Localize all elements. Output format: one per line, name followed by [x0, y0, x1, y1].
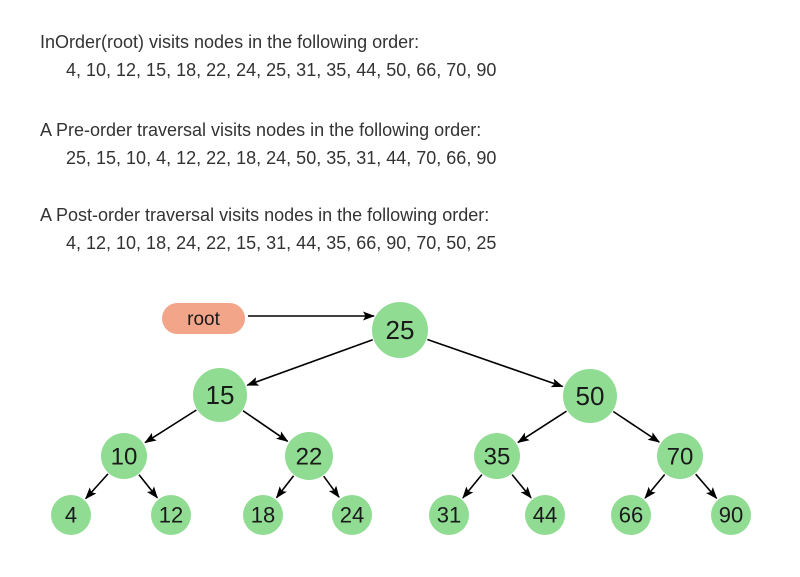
- tree-node-24: [332, 495, 372, 535]
- tree-edge-10-4: [85, 473, 109, 500]
- preorder-heading: A Pre-order traversal visits nodes in th…: [40, 120, 482, 140]
- tree-node-70: [657, 433, 703, 479]
- preorder-paragraph: A Pre-order traversal visits nodes in th…: [40, 116, 496, 172]
- tree-node-label-15: 15: [206, 380, 235, 410]
- tree-edge-22-18: [275, 475, 295, 499]
- tree-node-4: [51, 495, 91, 535]
- tree-node-label-10: 10: [111, 443, 138, 470]
- tree-edge-70-66: [644, 473, 666, 499]
- tree-node-31: [429, 495, 469, 535]
- inorder-heading: InOrder(root) visits nodes in the follow…: [40, 32, 420, 52]
- tree-edges: [85, 338, 718, 500]
- tree-node-66: [611, 495, 651, 535]
- tree-node-22: [285, 432, 333, 480]
- tree-node-label-4: 4: [65, 503, 77, 528]
- tree-edge-25-15: [246, 339, 373, 386]
- tree-node-label-66: 66: [619, 503, 643, 528]
- tree-node-label-90: 90: [719, 503, 743, 528]
- tree-node-label-50: 50: [576, 381, 605, 411]
- tree-edge-35-31: [462, 474, 483, 499]
- root-pointer: root: [162, 303, 375, 334]
- tree-node-12: [151, 495, 191, 535]
- tree-node-label-18: 18: [251, 503, 275, 528]
- tree-node-label-70: 70: [667, 443, 694, 470]
- postorder-heading: A Post-order traversal visits nodes in t…: [40, 205, 490, 225]
- tree-node-90: [711, 495, 751, 535]
- tree-node-15: [193, 368, 247, 422]
- tree-edge-70-90: [695, 473, 718, 500]
- inorder-sequence: 4, 10, 12, 15, 18, 22, 24, 25, 31, 35, 4…: [66, 60, 497, 80]
- tree-node-label-35: 35: [484, 443, 511, 470]
- tree-edge-50-35: [517, 410, 567, 444]
- tree-node-18: [243, 495, 283, 535]
- root-pointer-label: root: [187, 309, 220, 330]
- tree-node-10: [101, 433, 147, 479]
- tree-node-44: [525, 495, 565, 535]
- tree-edge-15-22: [242, 410, 289, 442]
- tree-node-label-22: 22: [296, 443, 323, 470]
- tree-edge-25-50: [427, 338, 564, 388]
- inorder-paragraph: InOrder(root) visits nodes in the follow…: [40, 28, 496, 84]
- tree-node-label-25: 25: [386, 315, 415, 345]
- tree-node-label-24: 24: [340, 503, 364, 528]
- tree-edge-22-24: [323, 475, 340, 499]
- preorder-sequence: 25, 15, 10, 4, 12, 22, 18, 24, 50, 35, 3…: [66, 148, 497, 168]
- tree-node-label-12: 12: [159, 503, 183, 528]
- root-pointer-pill: [162, 303, 245, 334]
- tree-node-label-44: 44: [533, 503, 557, 528]
- postorder-paragraph: A Post-order traversal visits nodes in t…: [40, 201, 496, 257]
- tree-nodes: 25 15 50 10 22 35 70 4 12 18 24 31 44 66 90: [51, 302, 751, 535]
- tree-node-35: [474, 433, 520, 479]
- tree-edge-15-10: [144, 409, 197, 444]
- tree-node-label-31: 31: [437, 503, 461, 528]
- tree-edge-10-12: [138, 474, 158, 499]
- tree-node-25: [372, 302, 428, 358]
- tree-edge-35-44: [511, 474, 532, 499]
- tree-edge-50-70: [612, 410, 661, 443]
- tree-node-50: [563, 369, 617, 423]
- postorder-sequence: 4, 12, 10, 18, 24, 22, 15, 31, 44, 35, 6…: [66, 233, 497, 253]
